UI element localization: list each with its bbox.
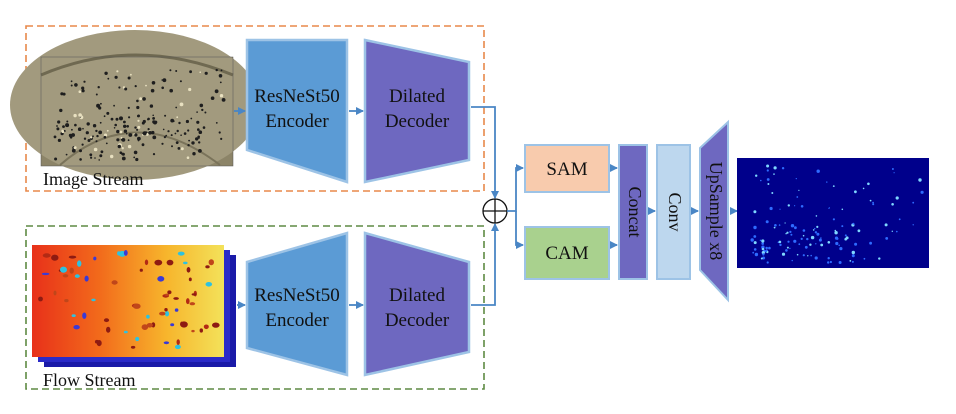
flow-decoder-label-2: Decoder — [385, 310, 450, 331]
cam-label: CAM — [545, 243, 588, 264]
flow-encoder-label-1: ResNeSt50 — [254, 285, 340, 306]
image-encoder-label-2: Encoder — [265, 111, 329, 132]
image-decoder-label-2: Decoder — [385, 111, 450, 132]
image-stream-frame — [25, 25, 485, 192]
cam-block — [524, 226, 610, 280]
image-stream-label: Image Stream — [43, 169, 143, 189]
concat-label: Concat — [625, 187, 645, 238]
image-decoder-label-1: Dilated — [389, 86, 445, 107]
upsample-block — [699, 119, 729, 303]
flow-encoder-block — [245, 231, 349, 377]
conv-label: Conv — [665, 192, 685, 231]
stream-arrows — [234, 106, 499, 309]
sam-block — [524, 144, 610, 193]
density-map — [737, 158, 929, 268]
fusion-arrows — [507, 164, 738, 249]
concat-block — [618, 144, 648, 280]
image-encoder-label-1: ResNeSt50 — [254, 86, 340, 107]
upsample-label: UpSample x8 — [706, 162, 726, 261]
flow-decoder-label-1: Dilated — [389, 285, 445, 306]
image-decoder-block — [363, 38, 471, 184]
flow-stream-label: Flow Stream — [43, 370, 136, 390]
flow-stream-frame — [25, 225, 485, 390]
image-encoder-block — [245, 38, 349, 184]
conv-block — [656, 144, 691, 280]
sam-label: SAM — [546, 159, 587, 180]
flow-decoder-block — [363, 231, 471, 377]
flow-encoder-label-2: Encoder — [265, 310, 329, 331]
flow-images — [32, 245, 236, 367]
crowd-photo — [10, 30, 260, 180]
